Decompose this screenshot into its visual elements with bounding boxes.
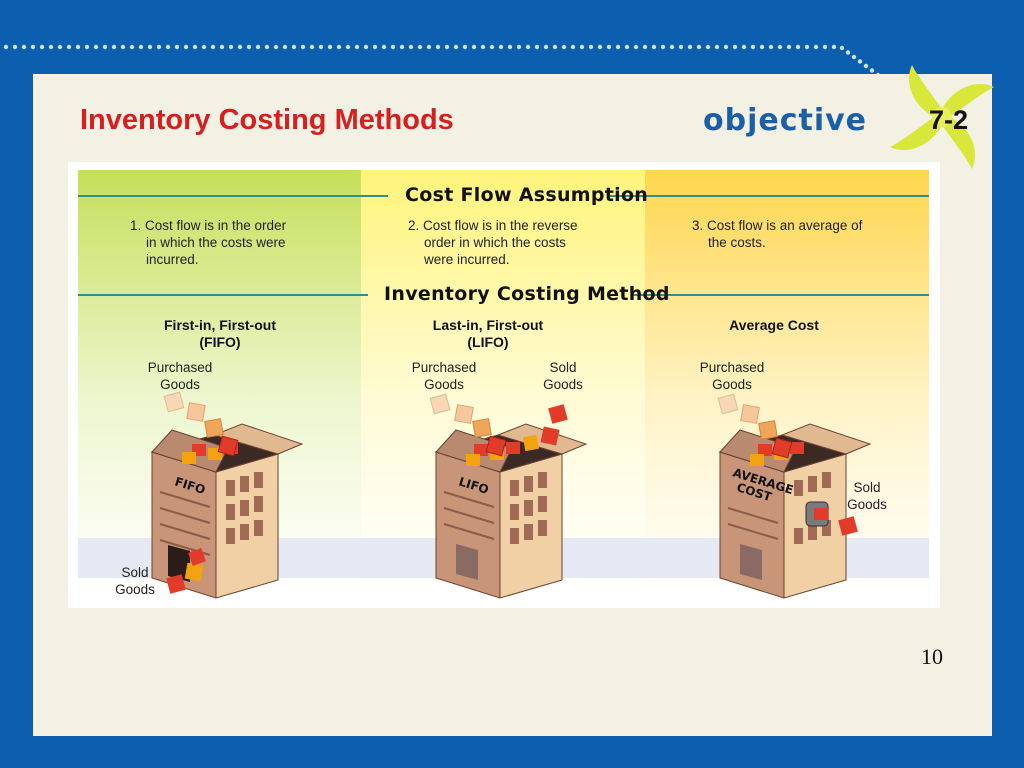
diagram-graphics: FIFO [78,170,929,599]
average-sold-boxes [814,508,858,536]
average-purchased-boxes [717,393,793,459]
fifo-purchased-boxes [163,391,239,457]
fifo-assumption-text: 1. Cost flow is in the order in which th… [130,218,287,267]
inventory-costing-method-heading: Inventory Costing Method [384,283,670,305]
page-number: 10 [921,644,943,669]
average-purchased-label: Purchased Goods [699,360,765,392]
average-assumption-text: 3. Cost flow is an average of the costs. [692,218,863,250]
cost-flow-diagram: FIFO [68,162,940,608]
fifo-method-title: First-in, First-out (FIFO) [164,317,276,350]
lifo-sold-boxes [522,404,568,452]
fifo-building-icon: FIFO [150,423,304,599]
lifo-assumption-text: 2. Cost flow is in the reverse order in … [408,218,578,267]
average-method-title: Average Cost [729,317,819,333]
objective-label: objective [703,103,868,138]
fifo-purchased-label: Purchased Goods [147,360,213,392]
lifo-sold-label: Sold Goods [543,360,583,392]
fifo-sold-boxes [166,548,206,594]
lifo-building-icon: LIFO [434,423,588,599]
lifo-purchased-label: Purchased Goods [411,360,477,392]
lifo-purchased-boxes [429,393,507,457]
slide-title: Inventory Costing Methods [80,104,454,136]
lifo-method-title: Last-in, First-out (LIFO) [432,317,544,350]
average-cost-building-icon: AVERAGE COST [718,423,872,599]
objective-number: 7-2 [929,105,969,135]
fifo-sold-label: Sold Goods [115,565,155,597]
dotted-border-decoration [3,44,899,91]
cost-flow-assumption-heading: Cost Flow Assumption [405,184,649,206]
pinwheel-icon [890,65,994,169]
average-sold-label: Sold Goods [847,480,887,512]
